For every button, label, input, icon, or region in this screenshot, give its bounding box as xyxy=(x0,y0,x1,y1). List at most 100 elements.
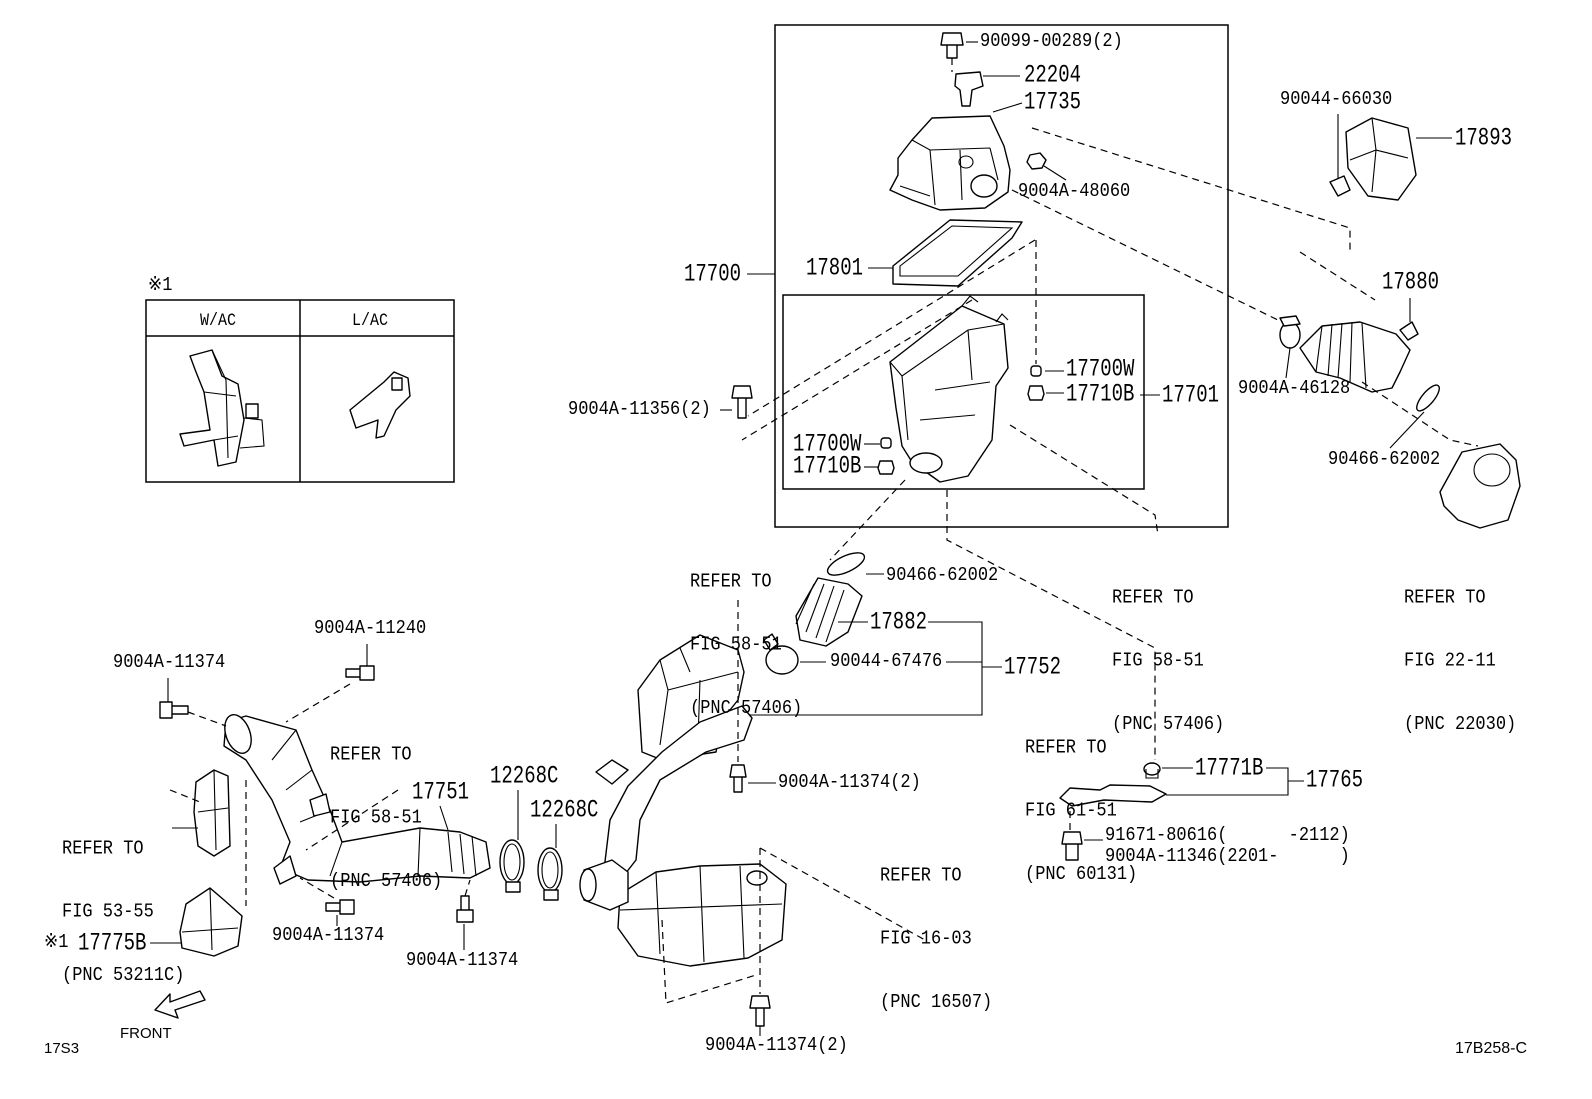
refer-line: FIG 61-51 xyxy=(1025,800,1117,823)
bracket-wac-clip xyxy=(245,403,259,419)
dash-refer-duct xyxy=(305,789,399,851)
refer-line: (PNC 22030) xyxy=(1404,713,1517,736)
clamp-12268c-a-inner xyxy=(503,843,521,881)
bolt-9004a-11374-bottom xyxy=(325,899,355,915)
cap-ribs xyxy=(899,139,999,206)
bracket-53211c-ref xyxy=(193,769,231,857)
gasket-90466-outlet xyxy=(826,552,866,576)
refer-line: (PNC 16507) xyxy=(880,991,993,1014)
outlet-hose-17882 xyxy=(795,577,863,647)
label-screw-top: 90099-00289(2) xyxy=(980,30,1123,53)
resonator-inlet-opening xyxy=(579,868,597,902)
bracket-17752 xyxy=(748,621,1002,716)
label-grommet-bracket: 17771B xyxy=(1195,753,1264,783)
refer-line: REFER TO xyxy=(1112,587,1194,610)
grommet-17700w-left xyxy=(880,437,892,449)
inlet-hose-nipple xyxy=(1399,321,1419,341)
leader-cap xyxy=(992,102,1023,113)
inlet-hose-17880 xyxy=(1299,321,1411,393)
label-front: FRONT xyxy=(120,1025,172,1042)
bracket-53211c-edges xyxy=(197,769,229,851)
inset-col-wac: W/AC xyxy=(200,311,237,331)
refer-line: FIG 16-03 xyxy=(880,928,972,951)
dash-resonator-hose xyxy=(1299,251,1376,301)
dash-case-bolt xyxy=(741,299,973,441)
bracket-wac-detail xyxy=(203,349,239,459)
label-assy: 17700 xyxy=(684,259,742,289)
leader-duct xyxy=(439,805,449,831)
figure-code-right: 17B258-C xyxy=(1455,1040,1528,1057)
clamp-12268c-b-tab xyxy=(543,889,559,901)
label-inlet-hose: 17880 xyxy=(1382,267,1440,297)
inlet-hose-corrugations xyxy=(1315,321,1367,389)
refer-line: REFER TO xyxy=(1025,737,1107,760)
air-cleaner-cap-17735 xyxy=(889,115,1011,211)
refer-line: REFER TO xyxy=(690,571,772,594)
label-bracket-marker: ※1 xyxy=(44,931,69,954)
sensor-22204 xyxy=(954,71,984,107)
resonator-17893 xyxy=(1345,117,1417,201)
dash-cap-resonator xyxy=(1031,127,1351,250)
label-nut-cap: 9004A-48060 xyxy=(1018,180,1131,203)
resonator-edges xyxy=(1349,117,1409,193)
refer-note-fig-58-51-left: REFER TO FIG 58-51 (PNC 57406) xyxy=(330,703,442,913)
dash-bolt-flange xyxy=(187,711,227,727)
duct-tab-upper xyxy=(309,793,331,817)
label-bolt-resonator-lower: 9004A-11374(2) xyxy=(705,1034,848,1057)
case-ribs xyxy=(889,295,1009,441)
bolt-9004a-11240 xyxy=(345,665,375,681)
label-bracket-assy: 17765 xyxy=(1306,765,1364,795)
refer-note-fig-16-03: REFER TO FIG 16-03 (PNC 16507) xyxy=(880,824,992,1034)
refer-line: FIG 58-51 xyxy=(690,634,782,657)
nut-17710b-right xyxy=(1027,385,1045,401)
front-arrow-icon xyxy=(154,990,206,1019)
dash-filter-bolt xyxy=(747,239,1036,417)
label-bolt-duct-top: 9004A-11240 xyxy=(314,617,427,640)
dash-bolt-clamp xyxy=(464,879,471,897)
cap-boss xyxy=(958,155,974,169)
label-bracket: 17775B xyxy=(78,928,147,958)
duct-tab-lower xyxy=(273,855,297,885)
refer-line: FIG 58-51 xyxy=(1112,650,1204,673)
bracket-lac-clip xyxy=(391,377,403,391)
label-nut-right: 17710B xyxy=(1066,379,1135,409)
refer-line: REFER TO xyxy=(1404,587,1486,610)
inset-col-lac: L/AC xyxy=(352,311,389,331)
label-duct: 17751 xyxy=(412,777,470,807)
leader-nut xyxy=(1043,165,1067,181)
leader-clamp-inlet xyxy=(1285,347,1291,379)
label-clamp-outlet: 90044-67476 xyxy=(830,650,943,673)
label-resonator-upper: 17893 xyxy=(1455,123,1513,153)
refer-line: REFER TO xyxy=(330,744,412,767)
dash-resonator-lower-left xyxy=(661,919,757,1004)
bolt-9004a-11356 xyxy=(731,385,753,419)
grommet-17771b xyxy=(1143,762,1161,776)
refer-note-fig-58-51-right: REFER TO FIG 58-51 (PNC 57406) xyxy=(1112,546,1224,756)
bolt-9004a-11374-upper xyxy=(729,764,747,793)
nut-9004a-48060 xyxy=(1026,152,1047,170)
bracket-wac-drawing xyxy=(179,349,245,467)
dash-case-refer xyxy=(1009,424,1159,536)
refer-line: (PNC 57406) xyxy=(690,697,803,720)
refer-line: (PNC 57406) xyxy=(330,870,443,893)
resonator-lower-ribs xyxy=(619,865,783,963)
label-inlet-assy: 17752 xyxy=(1004,652,1062,682)
gasket-90466-right xyxy=(1416,384,1440,412)
resonator-lower-boss xyxy=(746,870,768,886)
label-bolt-case: 9004A-11356(2) xyxy=(568,398,711,421)
label-bolt-bracket-old: 91671-80616( -2112) xyxy=(1105,824,1350,847)
dash-case-gasket xyxy=(829,479,906,561)
label-clamp-b: 12268C xyxy=(530,795,599,825)
refer-line: FIG 22-11 xyxy=(1404,650,1496,673)
dash-cap-clamp xyxy=(1011,189,1283,323)
figure-code-left: 17S3 xyxy=(44,1040,80,1057)
assembly-box-17701 xyxy=(782,294,1145,490)
inset-table xyxy=(145,299,455,483)
nut-17710b-left xyxy=(877,460,895,475)
dash-case-grommet xyxy=(946,490,1156,760)
refer-line: (PNC 60131) xyxy=(1025,863,1138,886)
bracket-17765-leader xyxy=(1166,767,1304,796)
refer-line: (PNC 57406) xyxy=(1112,713,1225,736)
label-sensor: 22204 xyxy=(1024,60,1082,90)
